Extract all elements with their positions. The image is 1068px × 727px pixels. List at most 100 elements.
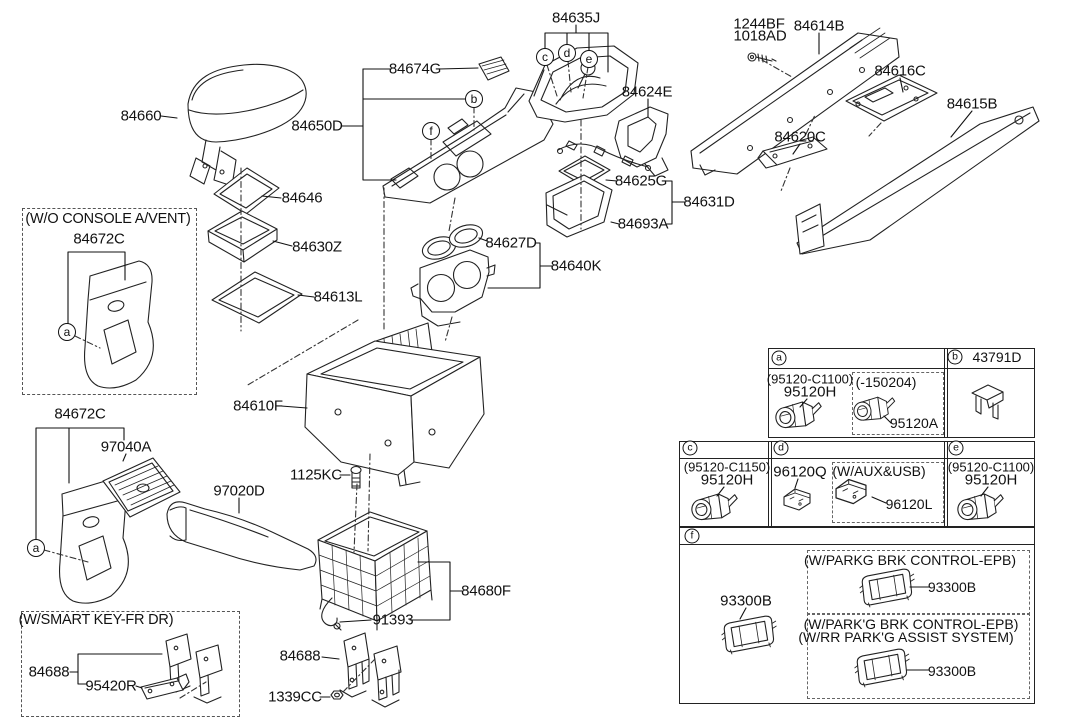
part-label-84610f: 84610F — [233, 397, 283, 415]
variant-box-d — [832, 462, 944, 523]
callout-d: d — [558, 44, 576, 62]
ref-callout-f: f — [684, 528, 700, 544]
part-bolt-1125kc — [350, 465, 362, 489]
ref-a-variant-title: (-150204) — [855, 374, 917, 390]
part-label-84631d: 84631D — [683, 193, 735, 211]
ref-f2-title-line2: (W/RR PARK'G ASSIST SYSTEM) — [798, 629, 1014, 645]
part-label-84635j: 84635J — [551, 9, 601, 27]
callout-b: b — [465, 90, 483, 108]
part-smartkey-bracket-95420r — [140, 673, 190, 700]
part-bracket-plate-84616c — [845, 74, 938, 122]
callout-a-wo: a — [58, 323, 76, 341]
ref-callout-c: c — [682, 440, 698, 456]
ref-d-variant-title: (W/AUX&USB) — [832, 463, 926, 479]
part-label-1244bf: 1244BF — [733, 15, 785, 33]
part-mat-84646 — [213, 167, 280, 215]
ref-c-part-no: (95120-C1150) — [683, 459, 771, 475]
ref-box-f — [679, 527, 1035, 704]
ref-box-d-header — [769, 442, 947, 459]
part-label-84613l: 84613L — [313, 288, 363, 306]
ref-b-code: 43791D — [972, 349, 1022, 365]
group-title-smart-key: (W/SMART KEY-FR DR) — [18, 611, 174, 628]
part-side-panel-84614b — [690, 27, 900, 176]
assembly-centerlines — [43, 59, 882, 699]
ref-e-part-no: (95120-C1100) — [947, 459, 1035, 475]
part-screw-1244bf — [747, 52, 777, 64]
part-label-84674g: 84674G — [388, 60, 442, 78]
group-box-smart-key — [21, 611, 240, 717]
part-cupholder-84640k — [410, 249, 496, 327]
ref-f1-title: (W/PARKG BRK CONTROL-EPB) — [803, 552, 1017, 568]
ref-a-part-no: (95120-C1100) — [766, 371, 854, 387]
part-label-84688-sk: 84688 — [28, 663, 70, 681]
part-air-duct-97020d — [166, 501, 317, 571]
part-console-body-84610f — [304, 322, 485, 487]
callout-f: f — [422, 122, 440, 140]
part-label-84660: 84660 — [120, 107, 162, 125]
part-tray-84630z — [207, 210, 278, 263]
ref-box-c-header — [680, 442, 771, 459]
ref-c-part: 95120H — [700, 471, 754, 489]
part-label-84624e: 84624E — [621, 83, 673, 101]
part-tray-84693a — [545, 174, 613, 238]
ref-a-variant-part: 95120A — [889, 415, 939, 431]
ref-callout-b: b — [947, 349, 963, 365]
part-label-84640k: 84640K — [550, 257, 602, 275]
part-smartkey-bracket-84688 — [161, 633, 223, 704]
part-side-cover-84672c — [58, 478, 129, 604]
ref-box-e-header — [945, 442, 1034, 459]
variant-box-f1 — [807, 550, 1030, 615]
ref-callout-e: e — [948, 440, 964, 456]
part-wiring-harness — [556, 140, 652, 172]
part-lid-84674g — [478, 56, 510, 81]
part-bracket-84688 — [339, 632, 402, 708]
part-label-84615b: 84615B — [946, 95, 998, 113]
group-box-wo-console-avent — [22, 208, 197, 395]
part-label-84688: 84688 — [279, 647, 321, 665]
group-title-wo-console: (W/O CONSOLE A/VENT) — [25, 210, 191, 227]
part-shift-boot-84635j — [528, 45, 639, 123]
ref-box-b-header — [945, 349, 1034, 369]
ref-d-part: 96120Q — [773, 463, 827, 481]
ref-f1-part: 93300B — [927, 579, 977, 595]
ref-box-c — [679, 441, 772, 527]
ref-callout-a: a — [771, 350, 787, 366]
part-label-84625g: 84625G — [614, 172, 668, 190]
ref-e-part: 95120H — [964, 471, 1018, 489]
part-wiring-91393 — [321, 597, 342, 631]
callout-c: c — [536, 48, 554, 66]
part-label-84616c: 84616C — [874, 62, 926, 80]
ref-d-variant-part: 96120L — [885, 496, 933, 512]
part-clip-43791d — [971, 384, 1004, 420]
part-armrest-84660 — [187, 63, 307, 187]
ref-box-a-header — [769, 349, 947, 369]
part-label-95420r: 95420R — [85, 677, 137, 695]
part-label-1018ad: 1018AD — [733, 27, 787, 45]
part-label-84620c: 84620C — [774, 128, 826, 146]
part-label-84672c-wo: 84672C — [73, 230, 125, 248]
ref-box-f-header — [680, 528, 1034, 545]
ref-box-d — [768, 441, 948, 527]
ref-f-part: 93300B — [720, 592, 772, 610]
part-label-84650d: 84650D — [291, 117, 343, 135]
ref-callout-d: d — [773, 440, 789, 456]
part-label-84614b: 84614B — [793, 17, 845, 35]
part-side-panel-84615b — [795, 106, 1040, 255]
part-label-84630z: 84630Z — [292, 238, 342, 256]
ref-box-a — [768, 348, 948, 438]
ref-f2-title-line1: (W/PARK'G BRK CONTROL-EPB) — [803, 616, 1019, 632]
part-cupholder-trim-84627d — [421, 224, 484, 260]
part-side-cover-wo-avent — [83, 260, 154, 389]
part-label-84627d: 84627D — [485, 234, 537, 252]
part-label-1125kc: 1125KC — [290, 466, 342, 484]
part-label-84680f: 84680F — [461, 582, 511, 600]
part-nut-1339cc — [330, 690, 344, 700]
leader-lines — [35, 24, 989, 698]
part-label-84646: 84646 — [281, 189, 323, 207]
part-label-84672c: 84672C — [54, 405, 106, 423]
part-label-91393: 91393 — [372, 611, 414, 629]
part-mat-84613l — [211, 271, 303, 324]
part-label-97040a: 97040A — [100, 438, 152, 456]
